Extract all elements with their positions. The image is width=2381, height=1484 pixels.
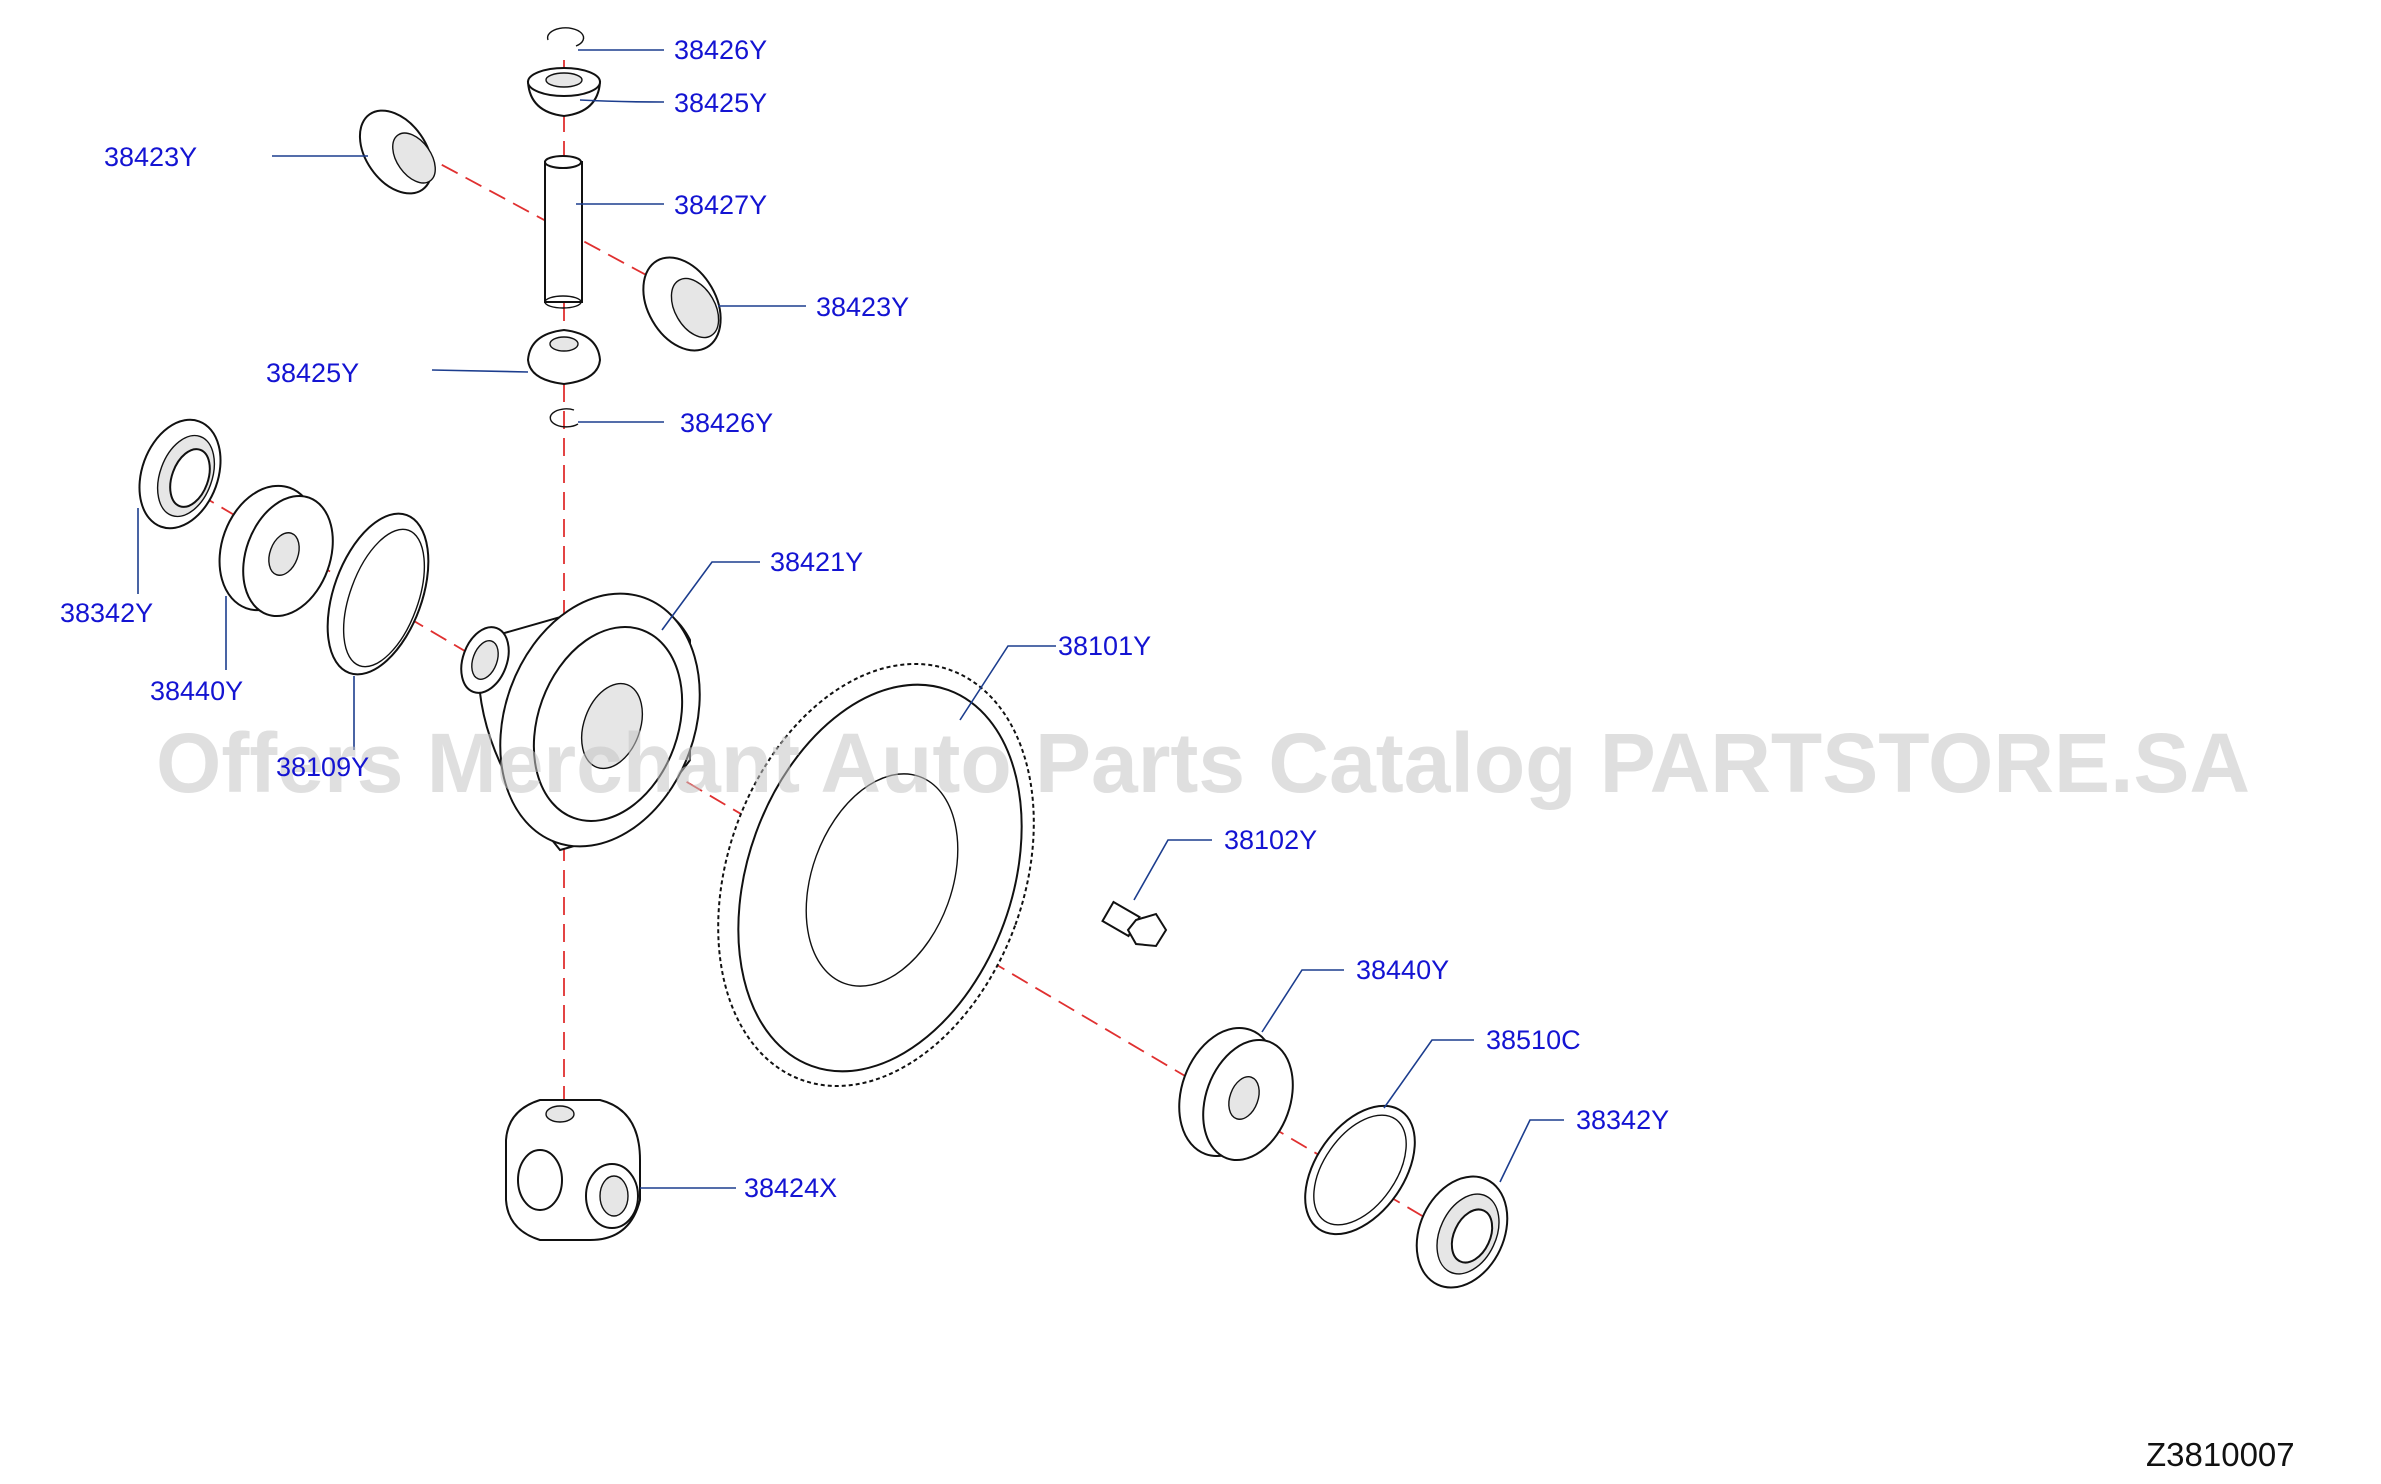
snap-ring-top [546,27,585,47]
label-38440Y-right: 38440Y [1356,955,1449,985]
label-38427Y: 38427Y [674,190,767,220]
shim-ring-left [326,512,430,676]
thrust-washer-right [642,256,722,352]
label-38102Y: 38102Y [1224,825,1317,855]
label-38510C: 38510C [1486,1025,1581,1055]
label-38101Y: 38101Y [1058,631,1151,661]
differential-case [460,592,701,852]
label-38425Y-low: 38425Y [266,358,359,388]
oil-seal-right [1415,1175,1509,1289]
label-38426Y-top: 38426Y [674,35,767,65]
ring-gear [717,662,1035,1088]
pinion-shaft [544,155,583,309]
label-38423Y-right: 38423Y [816,292,909,322]
washer-low [526,328,602,386]
diagram-code: Z3810007 [2146,1436,2295,1473]
label-38342Y-right: 38342Y [1576,1105,1669,1135]
washer-top [526,67,602,118]
label-38425Y-top: 38425Y [674,88,767,118]
ring-gear-bolt [1101,900,1168,948]
snap-ring-low [549,408,579,428]
label-38421Y: 38421Y [770,547,863,577]
thrust-washer-left [358,109,436,195]
label-38109Y: 38109Y [276,752,369,782]
label-38440Y-left: 38440Y [150,676,243,706]
watermark: Offers Merchant Auto Parts Catalog PARTS… [156,716,2250,810]
differential-side-case [505,1099,641,1241]
label-38426Y-low: 38426Y [680,408,773,438]
bearing-left [218,484,334,618]
label-38423Y-left: 38423Y [104,142,197,172]
label-38424X: 38424X [744,1173,837,1203]
leader-lines [137,49,1564,1189]
oil-seal-left [138,418,222,530]
label-38342Y-left: 38342Y [60,598,153,628]
ring-right [1304,1104,1416,1236]
bearing-right [1178,1027,1294,1162]
